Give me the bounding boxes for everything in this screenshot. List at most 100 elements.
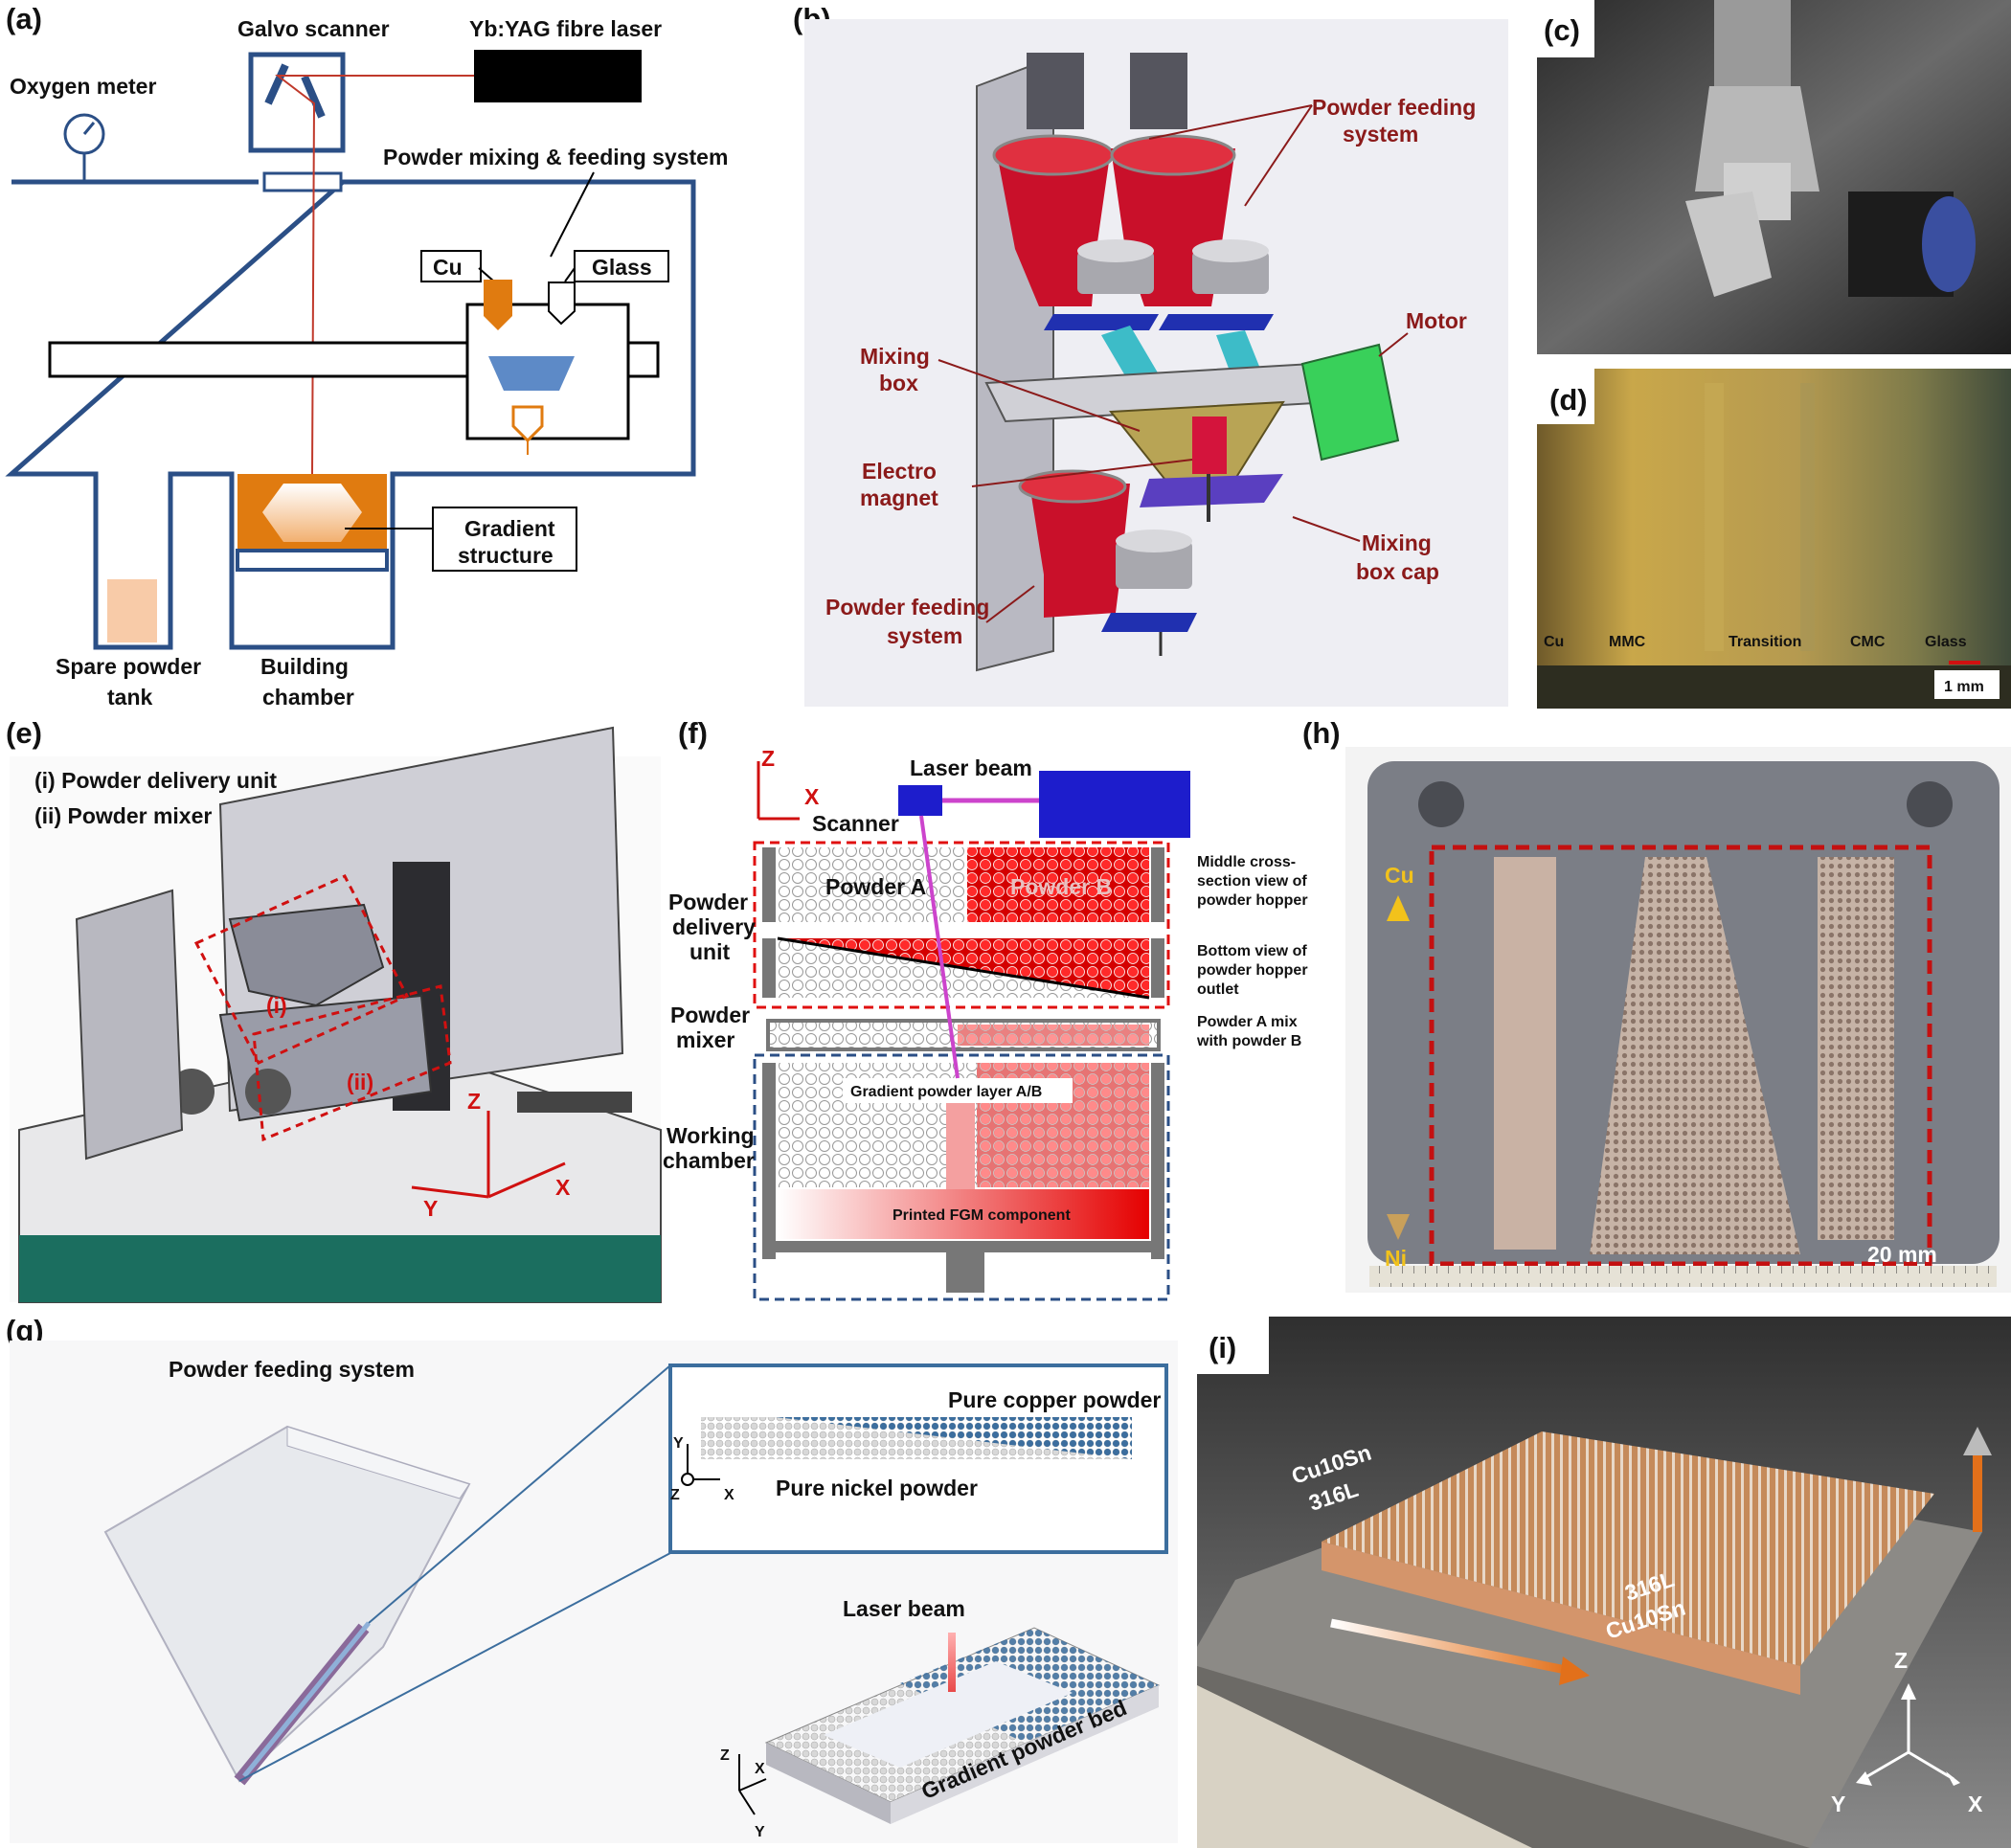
pm-label-2: mixer [676,1027,734,1052]
axis-e-y [411,1185,489,1199]
oxygen-meter-label: Oxygen meter [10,74,156,99]
panel-g: (g) Powder feeding system Pure copper po… [6,1314,1178,1843]
gradient-layer-label: Gradient powder layer A/B [850,1084,1042,1100]
mark-i: (i) [266,993,287,1018]
panel-c-tag: (c) [1544,13,1580,47]
laser-beam-label-g: Laser beam [843,1596,965,1621]
feed-system-top-label-1: Powder feeding [1312,95,1476,120]
pm-label-1: Powder [670,1003,750,1027]
building-chamber-label-1: Building [260,654,349,679]
r1-label-1: Middle cross- [1197,854,1296,870]
panel-e: (e) (i) Powder delivery unit (ii) Powder… [6,716,662,1303]
photo-d-gradient-sample [1537,369,2011,709]
copper-powder-fill [776,1417,1132,1459]
feed-system-top-label-2: system [1343,122,1418,146]
laser-beam-path [275,75,474,475]
axis-g2-z: Z [720,1747,730,1764]
sample-tapered [1590,857,1800,1254]
laser-source-box [1039,771,1190,838]
copper-powder-label: Pure copper powder [948,1387,1161,1412]
scale-label-h: 20 mm [1867,1242,1937,1267]
r2-label-3: outlet [1197,981,1239,998]
panel-i-tag: (i) [1209,1331,1236,1364]
building-chamber-label-2: chamber [262,685,354,710]
printed-fgm-component [778,1189,1149,1239]
mixing-cap-label-1: Mixing [1362,530,1432,555]
r2-label-1: Bottom view of [1197,943,1307,959]
ni-label-h: Ni [1385,1246,1407,1271]
mixer-highlight [252,984,452,1142]
feed-system-bottom-label-1: Powder feeding [825,595,989,620]
axis-f-z: Z [761,746,775,771]
spare-tank-label-1: Spare powder [56,654,201,679]
axis-i-y: Y [1831,1792,1845,1816]
panel-d: (d) Cu MMC Transition CMC Glass 1 mm [1537,369,2011,709]
sample-straight [1494,857,1556,1250]
zone-label-transition: Transition [1729,634,1801,650]
axis-e-z-label: Z [467,1089,481,1114]
spare-powder-fill [107,579,157,642]
scale-label-d: 1 mm [1944,679,1984,695]
panel-d-tag-bg [1537,369,1594,424]
mark-ii: (ii) [347,1070,373,1094]
electro-magnet [1192,417,1227,474]
powder-hopper-e [228,903,385,1007]
process-chamber-outline [5,179,696,650]
panel-f: (f) Z X Scanner Laser beam Powder A Powd… [663,716,1308,1301]
panel-i-tag-bg [1197,1317,1269,1374]
axis-e-x [487,1161,566,1199]
pdu-label-1: Powder [668,890,748,914]
fibre-laser-label: Yb:YAG fibre laser [469,16,662,41]
panel-h: (h) Cu Ni 20 mm [1302,716,2011,1293]
cu-label-box [420,250,482,282]
glass-label-box [574,250,669,282]
powder-a-label: Powder A [825,874,926,899]
ruler-h [1369,1266,1997,1287]
mixing-box-label-1: Mixing [860,344,930,369]
gradient-structure-box [432,507,577,572]
motor-block [1300,343,1400,462]
region-highlight [1429,845,1932,1267]
scanner-label: Scanner [812,811,899,836]
fin-array [1322,1431,1934,1666]
laser-beam-g [948,1633,956,1692]
sample-lattice [1818,857,1894,1240]
gradient-structure-icon [262,484,362,542]
powder-b-hopper [967,847,1149,922]
pdu-label-3: unit [689,939,730,964]
axis-g-y: Y [673,1435,684,1452]
spare-tank-label-2: tank [107,685,153,710]
mixing-box-icon [488,356,575,391]
zone-label-mmc: MMC [1609,634,1646,650]
mixing-system-label: Powder mixing & feeding system [383,145,728,169]
electro-magnet-label-1: Electro [862,459,937,484]
electro-magnet-label-2: magnet [860,485,938,510]
panel-b: (b) Powder feedi [793,2,1508,707]
laser-window [262,171,343,192]
gradient-structure-label-2: structure [458,543,554,568]
wc-label-2: chamber [663,1148,755,1173]
gradient-structure-label-1: Gradient [464,516,555,541]
printed-component-label: Printed FGM component [893,1207,1071,1224]
feed-system-bottom-label-2: system [887,623,962,648]
feeder-disc-1 [1077,251,1154,294]
axis-e-y-label: Y [423,1196,438,1221]
feeder-disc-3 [1116,541,1192,589]
wc-label-1: Working [667,1123,755,1148]
laser-beam-label-f: Laser beam [910,755,1032,780]
r3-label-2: with powder B [1196,1033,1301,1049]
panel-c: (c) [1537,0,2011,354]
feeding-nozzle-icon [511,405,544,443]
cu-label: Cu [433,255,463,280]
zone-label-glass: Glass [1925,634,1967,650]
bracket-left [1027,53,1084,129]
cu-label-h: Cu [1385,863,1414,888]
machine-frame-green [19,1235,661,1302]
panel-d-tag: (d) [1549,383,1588,417]
feeding-system-title: Powder feeding system [169,1357,415,1382]
mixing-cap-label-2: box cap [1356,559,1439,584]
panel-a-tag: (a) [6,2,42,35]
nickel-powder-label: Pure nickel powder [776,1476,978,1500]
